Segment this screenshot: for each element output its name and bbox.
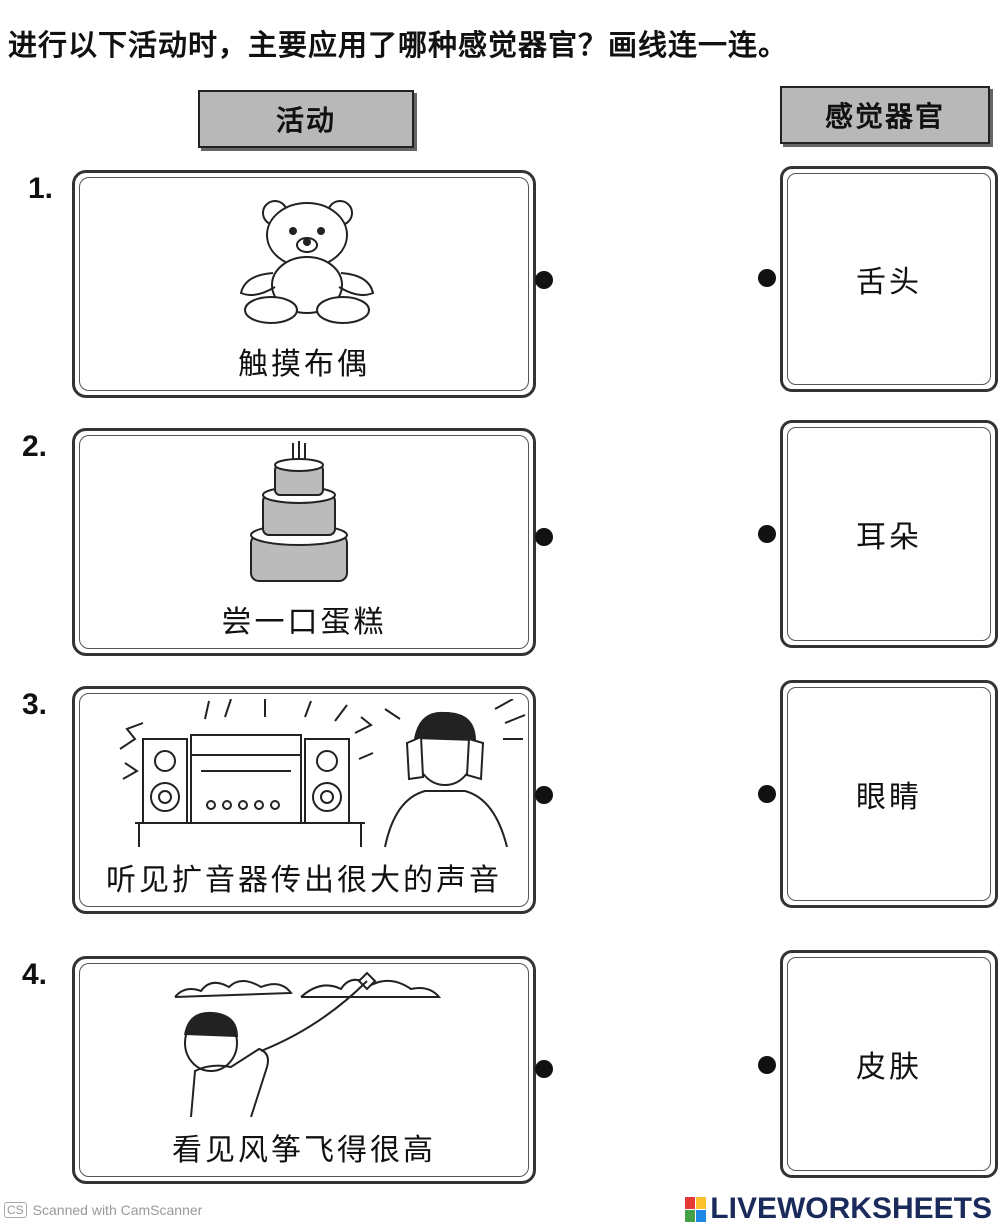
activity-caption-1: 触摸布偶 xyxy=(238,347,370,382)
activity-dot-2[interactable] xyxy=(535,528,553,546)
activity-number-1: 1. xyxy=(28,172,54,205)
organ-label-1: 舌头 xyxy=(856,265,922,300)
organ-dot-3[interactable] xyxy=(758,785,776,803)
organ-dot-1[interactable] xyxy=(758,269,776,287)
camscanner-badge: CS xyxy=(4,1202,27,1218)
activity-caption-3: 听见扩音器传出很大的声音 xyxy=(106,863,502,898)
liveworksheets-brand-text: LIVEWORKSHEETS xyxy=(710,1192,992,1225)
activity-card-1: 触摸布偶 xyxy=(72,170,536,398)
instruction-text: 进行以下活动时，主要应用了哪种感觉器官？画线连一连。 xyxy=(8,28,789,62)
activity-dot-1[interactable] xyxy=(535,271,553,289)
organ-label-4: 皮肤 xyxy=(856,1050,922,1085)
loud-speaker-boy-icon xyxy=(119,699,526,847)
cake-icon xyxy=(250,441,348,582)
activity-number-2: 2. xyxy=(22,430,48,463)
organ-label-2: 耳朵 xyxy=(856,520,922,555)
organ-card-3: 眼睛 xyxy=(780,680,998,908)
organ-card-1: 舌头 xyxy=(780,166,998,392)
activity-card-4: 看见风筝飞得很高 xyxy=(72,956,536,1184)
scanner-watermark: CS Scanned with CamScanner xyxy=(4,1202,202,1218)
organ-dot-2[interactable] xyxy=(758,525,776,543)
activity-caption-4: 看见风筝飞得很高 xyxy=(172,1133,436,1168)
camscanner-text: Scanned with CamScanner xyxy=(32,1202,203,1218)
organ-header: 感觉器官 xyxy=(780,86,990,144)
activity-caption-2: 尝一口蛋糕 xyxy=(221,605,387,640)
activity-header: 活动 xyxy=(198,90,414,148)
liveworksheets-logo[interactable]: LIVEWORKSHEETS xyxy=(685,1192,992,1226)
activity-number-4: 4. xyxy=(22,958,48,991)
teddy-bear-icon xyxy=(239,200,375,324)
kite-boy-icon xyxy=(174,971,442,1117)
organ-dot-4[interactable] xyxy=(758,1056,776,1074)
liveworksheets-icon xyxy=(685,1196,707,1222)
organ-label-3: 眼睛 xyxy=(856,780,922,815)
activity-dot-3[interactable] xyxy=(535,786,553,804)
activity-number-3: 3. xyxy=(22,688,48,721)
activity-dot-4[interactable] xyxy=(535,1060,553,1078)
organ-card-2: 耳朵 xyxy=(780,420,998,648)
activity-card-2: 尝一口蛋糕 xyxy=(72,428,536,656)
organ-card-4: 皮肤 xyxy=(780,950,998,1178)
activity-card-3: 听见扩音器传出很大的声音 xyxy=(72,686,536,914)
